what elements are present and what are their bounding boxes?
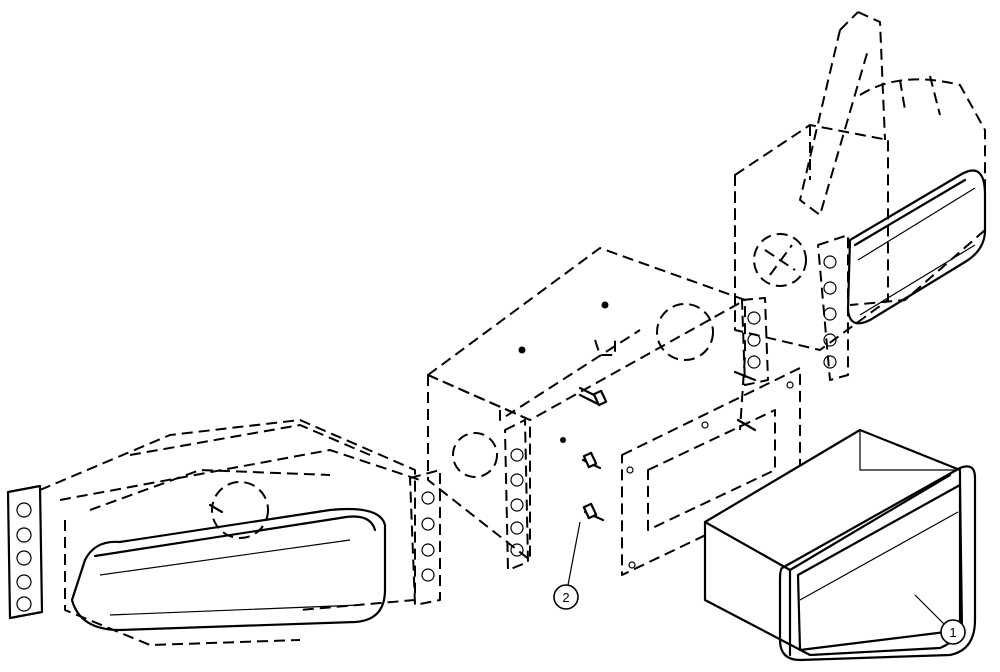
callout-1: 1 bbox=[914, 594, 966, 645]
flange-holes-lower-left bbox=[16, 502, 32, 612]
callout-2: 2 bbox=[553, 521, 581, 610]
mounting-studs bbox=[578, 370, 757, 522]
flange-holes-center-left bbox=[510, 448, 524, 557]
flange-holes-upper-right bbox=[823, 255, 837, 369]
callout-1-label: 1 bbox=[949, 625, 956, 640]
flange-holes-center-right bbox=[747, 311, 761, 369]
center-bracket-box bbox=[427, 247, 769, 571]
lamp-housing-item-1 bbox=[703, 428, 977, 662]
flange-holes-lower-left-right bbox=[421, 491, 435, 582]
upper-right-lamp-assembly bbox=[734, 11, 987, 381]
lower-left-lamp-assembly bbox=[6, 419, 441, 646]
callout-2-label: 2 bbox=[562, 590, 569, 605]
